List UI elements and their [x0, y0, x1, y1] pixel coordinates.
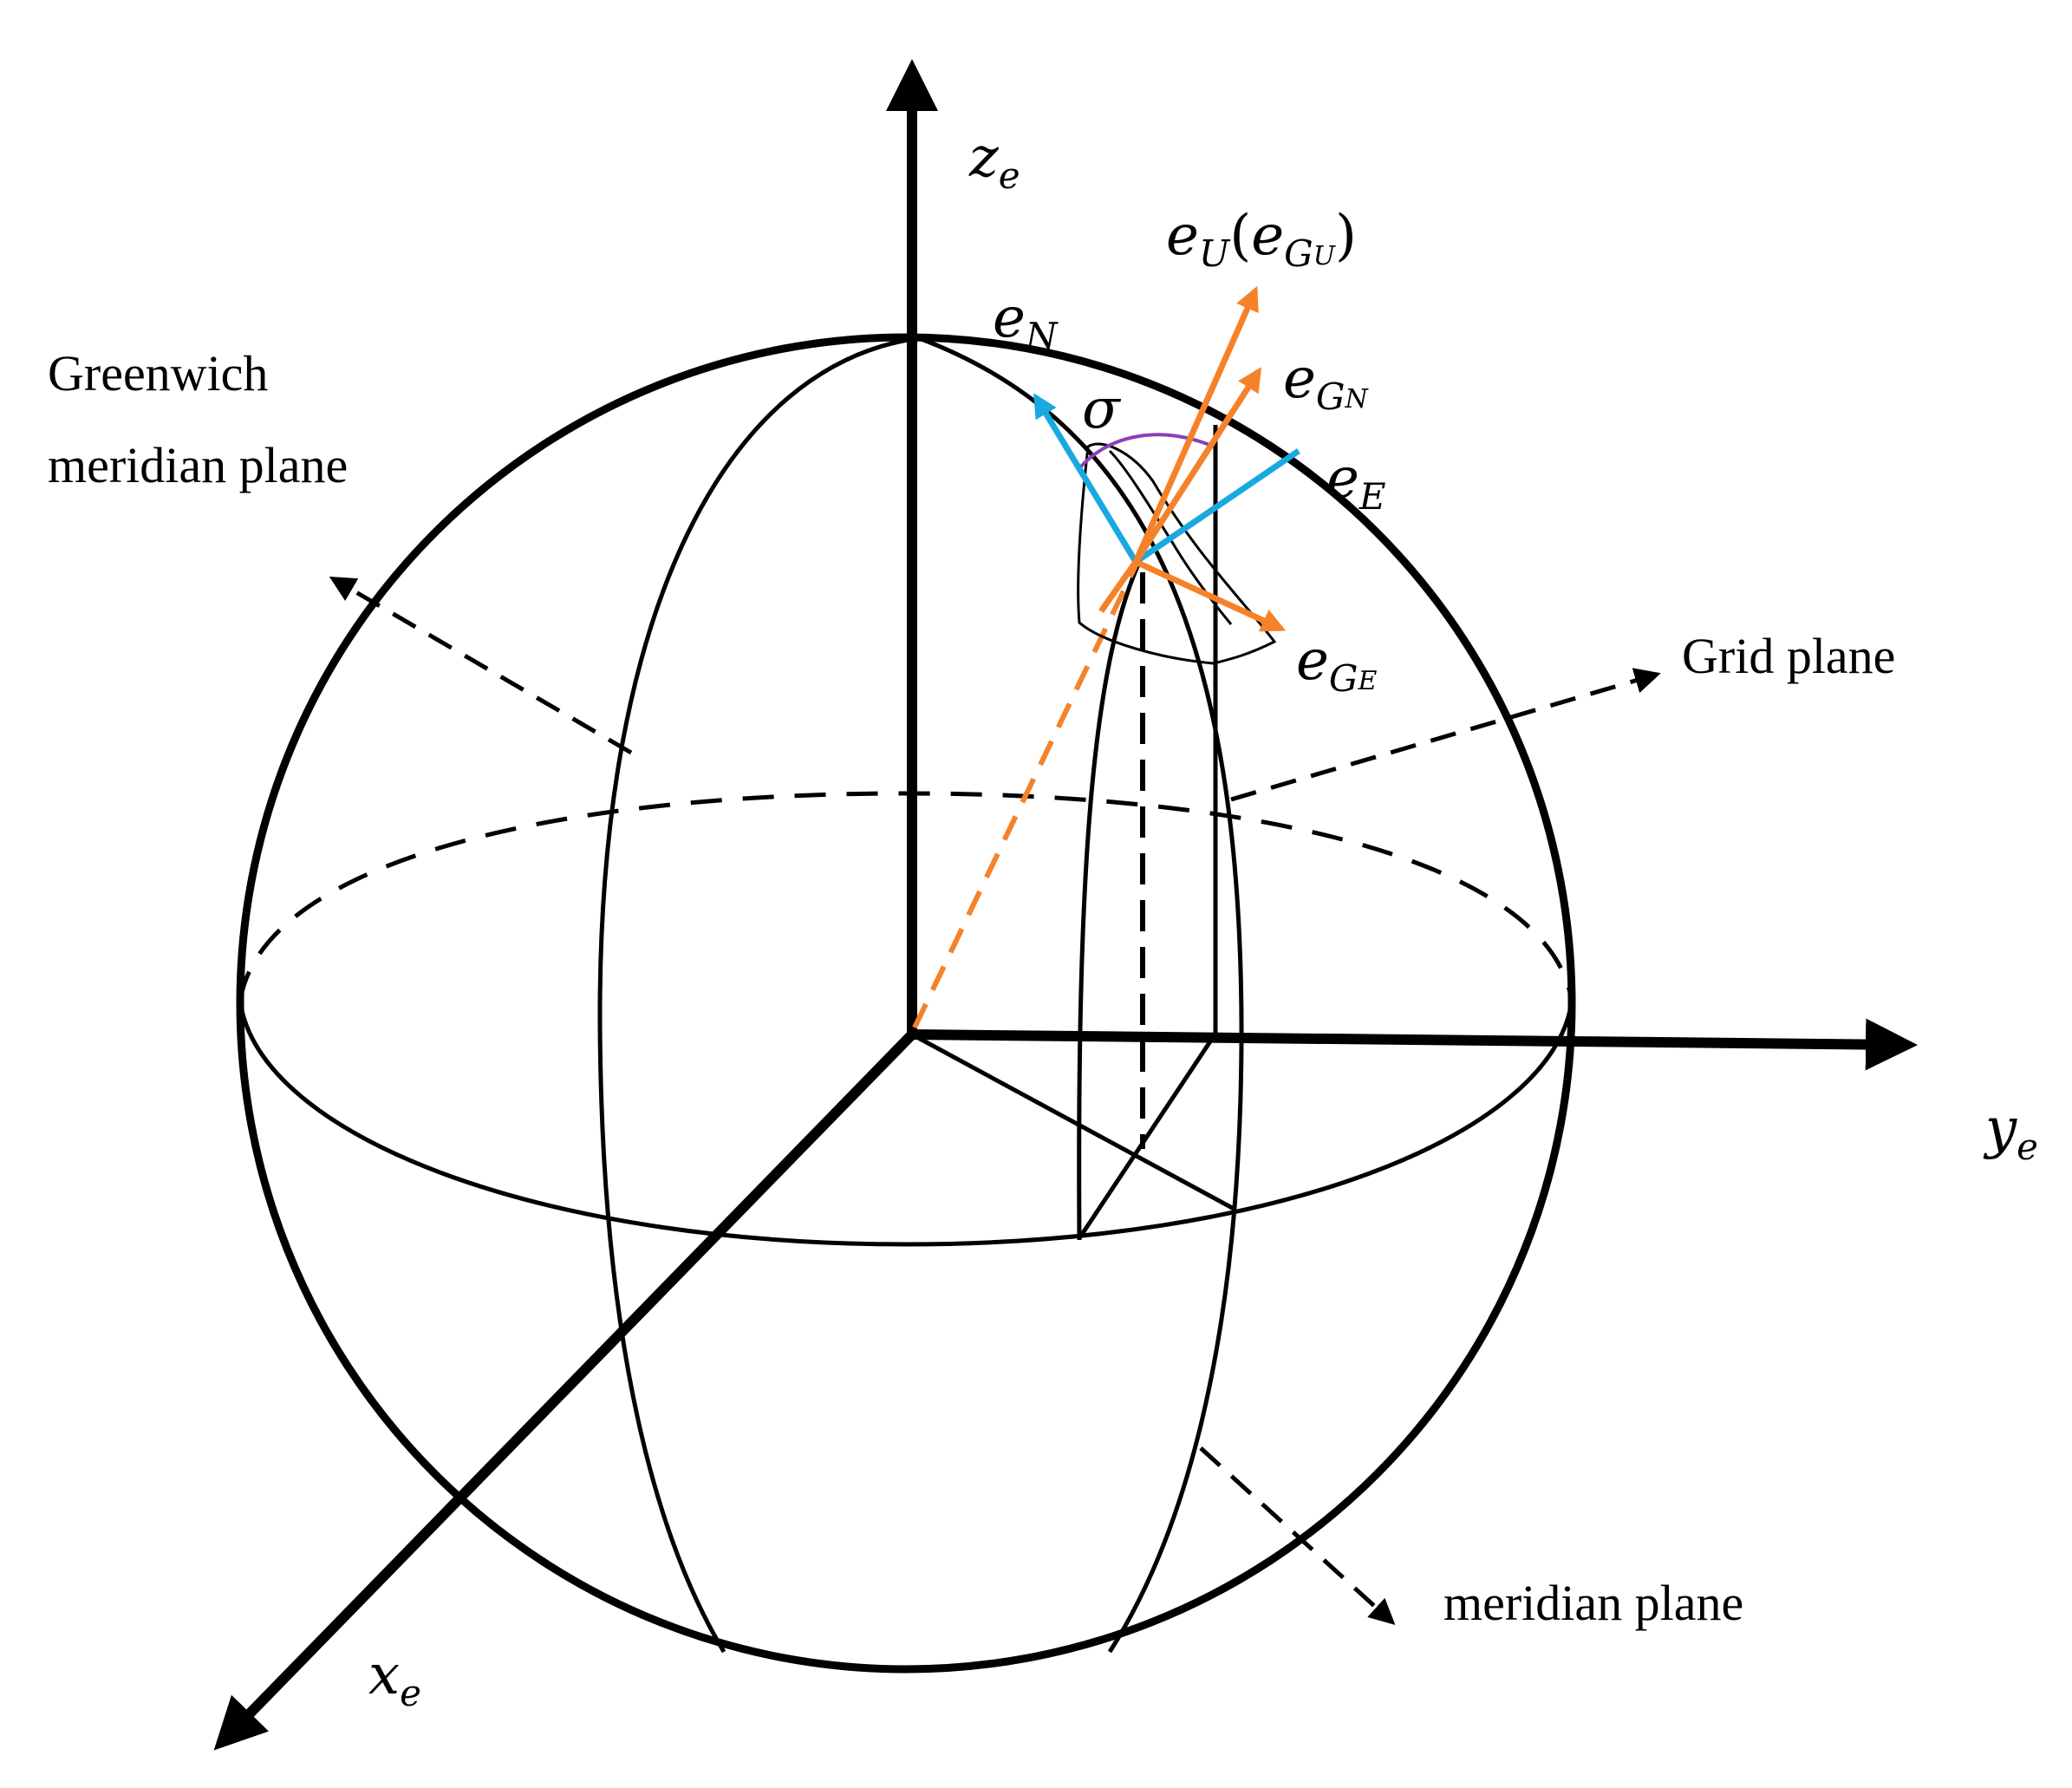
meridian-plane-label: meridian plane	[1443, 1575, 1744, 1631]
greenwich-label-line1: Greenwich	[48, 345, 269, 401]
x-axis-label: xe	[368, 1643, 421, 1714]
grid-plane-callout-arrow	[1230, 668, 1661, 802]
equator-back	[238, 791, 1574, 1002]
greenwich-meridian-right	[918, 336, 1244, 1654]
equator-front	[238, 1001, 1574, 1247]
sigma-label: σ	[1082, 377, 1120, 441]
x-axis	[213, 1030, 916, 1751]
vector-e-GE	[1134, 558, 1287, 632]
y-axis	[911, 1018, 1918, 1071]
sphere-outline	[236, 333, 1576, 1674]
e-E-label: eE	[1326, 447, 1386, 518]
meridian-plane-callout-arrow	[1199, 1446, 1396, 1626]
e-GN-label: eGN	[1283, 347, 1368, 418]
equatorial-line-1	[910, 1032, 1237, 1212]
z-axis-label: ze	[969, 126, 1020, 197]
vector-e-GN-back	[1098, 559, 1138, 614]
sigma-arc	[1078, 433, 1215, 470]
greenwich-callout-arrow	[329, 576, 633, 755]
vector-e-U	[1132, 285, 1259, 564]
e-U-label: eU(eGU)	[1166, 204, 1357, 275]
greenwich-meridian	[597, 336, 920, 1654]
vector-e-N	[1033, 393, 1138, 564]
local-meridian	[1077, 553, 1145, 1241]
equatorial-line-2	[1077, 1032, 1218, 1240]
radius-dashed	[912, 560, 1140, 1029]
grid-plane-sketch	[1077, 442, 1277, 665]
e-GE-label: eGE	[1296, 629, 1378, 700]
y-axis-label: ye	[1985, 1097, 2039, 1168]
e-N-label: eN	[993, 286, 1058, 357]
greenwich-label-line2: meridian plane	[48, 437, 349, 493]
grid-plane-label: Grid plane	[1682, 628, 1896, 684]
vector-e-GN	[1133, 367, 1262, 564]
vector-e-E	[1134, 448, 1300, 564]
